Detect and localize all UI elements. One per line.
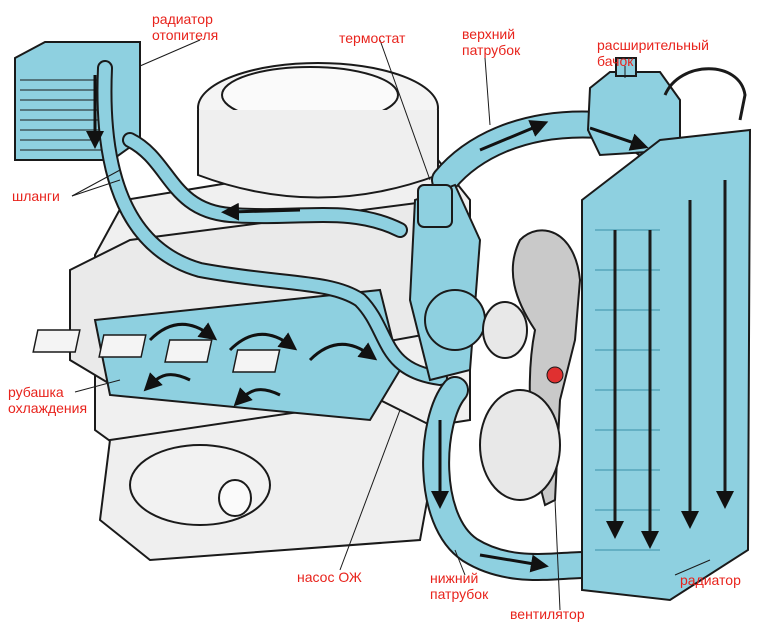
starter-motor — [129, 444, 271, 526]
thermostat — [417, 184, 453, 228]
radiator — [581, 128, 752, 602]
label-thermostat: термостат — [339, 30, 406, 46]
flow-arrows — [86, 75, 649, 573]
label-upper-hose: верхний патрубок — [462, 26, 521, 58]
label-lower-hose: нижний патрубок — [430, 570, 489, 602]
label-expansion-tank: расширительный бачок — [597, 37, 709, 69]
label-heater-radiator: радиатор отопителя — [152, 11, 219, 43]
cooling-jacket — [32, 288, 402, 422]
leader-lines — [71, 39, 711, 611]
air-filter — [197, 62, 439, 199]
label-water-pump: насос ОЖ — [297, 569, 362, 585]
pulleys — [479, 301, 561, 501]
label-hoses: шланги — [12, 188, 60, 204]
label-fan: вентилятор — [510, 606, 585, 622]
water-pump — [408, 183, 486, 382]
label-cooling-jacket: рубашка охлаждения — [8, 384, 88, 416]
heater-radiator — [14, 41, 141, 161]
label-radiator: радиатор — [680, 572, 741, 588]
